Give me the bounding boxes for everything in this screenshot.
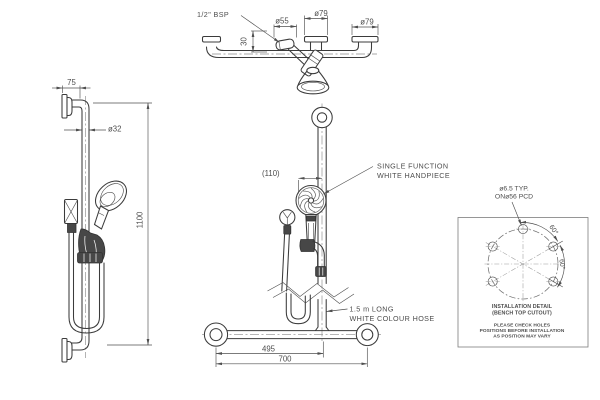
front-handpiece-handle [305,213,317,242]
detail-border [457,217,589,348]
dim-1100-label: 1100 [136,211,145,228]
front-view: (110) SINGLE FUNCTION WHITE HANDPIECE 1.… [202,103,450,367]
side-handshower-holder [77,228,106,264]
dim-110-label: (110) [262,169,280,178]
detail-title-line1: INSTALLATION DETAIL [492,304,553,310]
holes-label-line2: ONø56 PCD [495,194,533,201]
dim-495: 495 [215,341,324,367]
front-diverter-knob [279,209,296,292]
top-view-center-mount-flange [303,35,329,52]
angle-dimensions: 60° 60° [519,220,567,288]
angle-top-label: 60° [547,223,560,236]
side-rail [70,99,90,351]
angle-side-label: 60° [557,259,566,270]
detail-centerlines [484,224,562,304]
left-side-view: 75 ø32 1100 [52,78,152,363]
dim-110: (110) [262,169,323,194]
front-holder-elbow [299,239,327,277]
dim-dia32: ø32 [64,125,121,134]
detail-note-line2: POSITIONS BEFORE INSTALLATION [480,328,565,334]
dim-75: 75 [52,78,91,99]
top-view-left-wall-flange [201,35,222,43]
dim-dia55: ø55 [273,17,297,38]
dim-dia79-center-label: ø79 [314,9,327,18]
top-view: ø55 ø79 ø79 30 1/2" BSP [197,9,379,95]
dim-495-label: 495 [262,345,276,354]
holes-callout: ø6.5 TYP. ONø56 PCD [495,186,533,226]
top-view-right-mount-flange [351,35,379,43]
hose-label-line1: 1.5 m LONG [350,305,394,314]
dim-75-label: 75 [67,78,76,87]
front-hose-loop [285,292,311,325]
hose-callout: 1.5 m LONG WHITE COLOUR HOSE [326,305,435,323]
detail-note-line1: PLEASE CHECK HOLES [494,323,551,329]
detail-title-line2: (BENCH TOP CUTOUT) [492,311,552,317]
dim-1100: 1100 [93,102,152,346]
installation-detail: 60° 60° ø6.5 TYP. ONø56 PCD INSTALLATION… [457,186,589,348]
holes-label-line1: ø6.5 TYP. [499,186,529,193]
top-view-bsp-elbow [275,38,295,51]
dim-dia32-label: ø32 [108,125,121,134]
handpiece-callout: SINGLE FUNCTION WHITE HANDPIECE [323,162,450,195]
dim-dia79-center: ø79 [304,9,328,35]
side-bottom-wall-flange [61,337,73,363]
front-handpiece-swirl [295,184,327,217]
front-bottom-rail [202,322,381,347]
side-hose [68,231,105,334]
handpiece-label-line2: WHITE HANDPIECE [377,171,450,180]
dim-dia79-right: ø79 [351,18,379,35]
dim-700: 700 [215,347,368,367]
front-break-lines [267,282,355,304]
dim-700-label: 700 [278,355,292,364]
top-view-handpiece-cone [296,66,330,95]
dim-30: 30 [240,30,267,53]
detail-notes: INSTALLATION DETAIL (BENCH TOP CUTOUT) P… [480,304,565,340]
side-handshower-head [95,180,127,212]
side-handshower-handle [93,205,110,230]
hose-label-line2: WHITE COLOUR HOSE [350,314,435,323]
dim-dia55-label: ø55 [275,17,289,26]
handpiece-label-line1: SINGLE FUNCTION [377,162,449,171]
dim-dia79-right-label: ø79 [360,18,373,27]
side-top-wall-flange [61,93,73,119]
front-top-flange [311,106,333,129]
dim-30-label: 30 [240,37,249,46]
bsp-label: 1/2" BSP [197,10,229,19]
bsp-callout: 1/2" BSP [197,10,280,43]
side-slider-bracket [63,198,79,233]
detail-note-line3: AS POSITION MAY VARY [493,334,551,340]
top-view-rail [205,41,373,59]
